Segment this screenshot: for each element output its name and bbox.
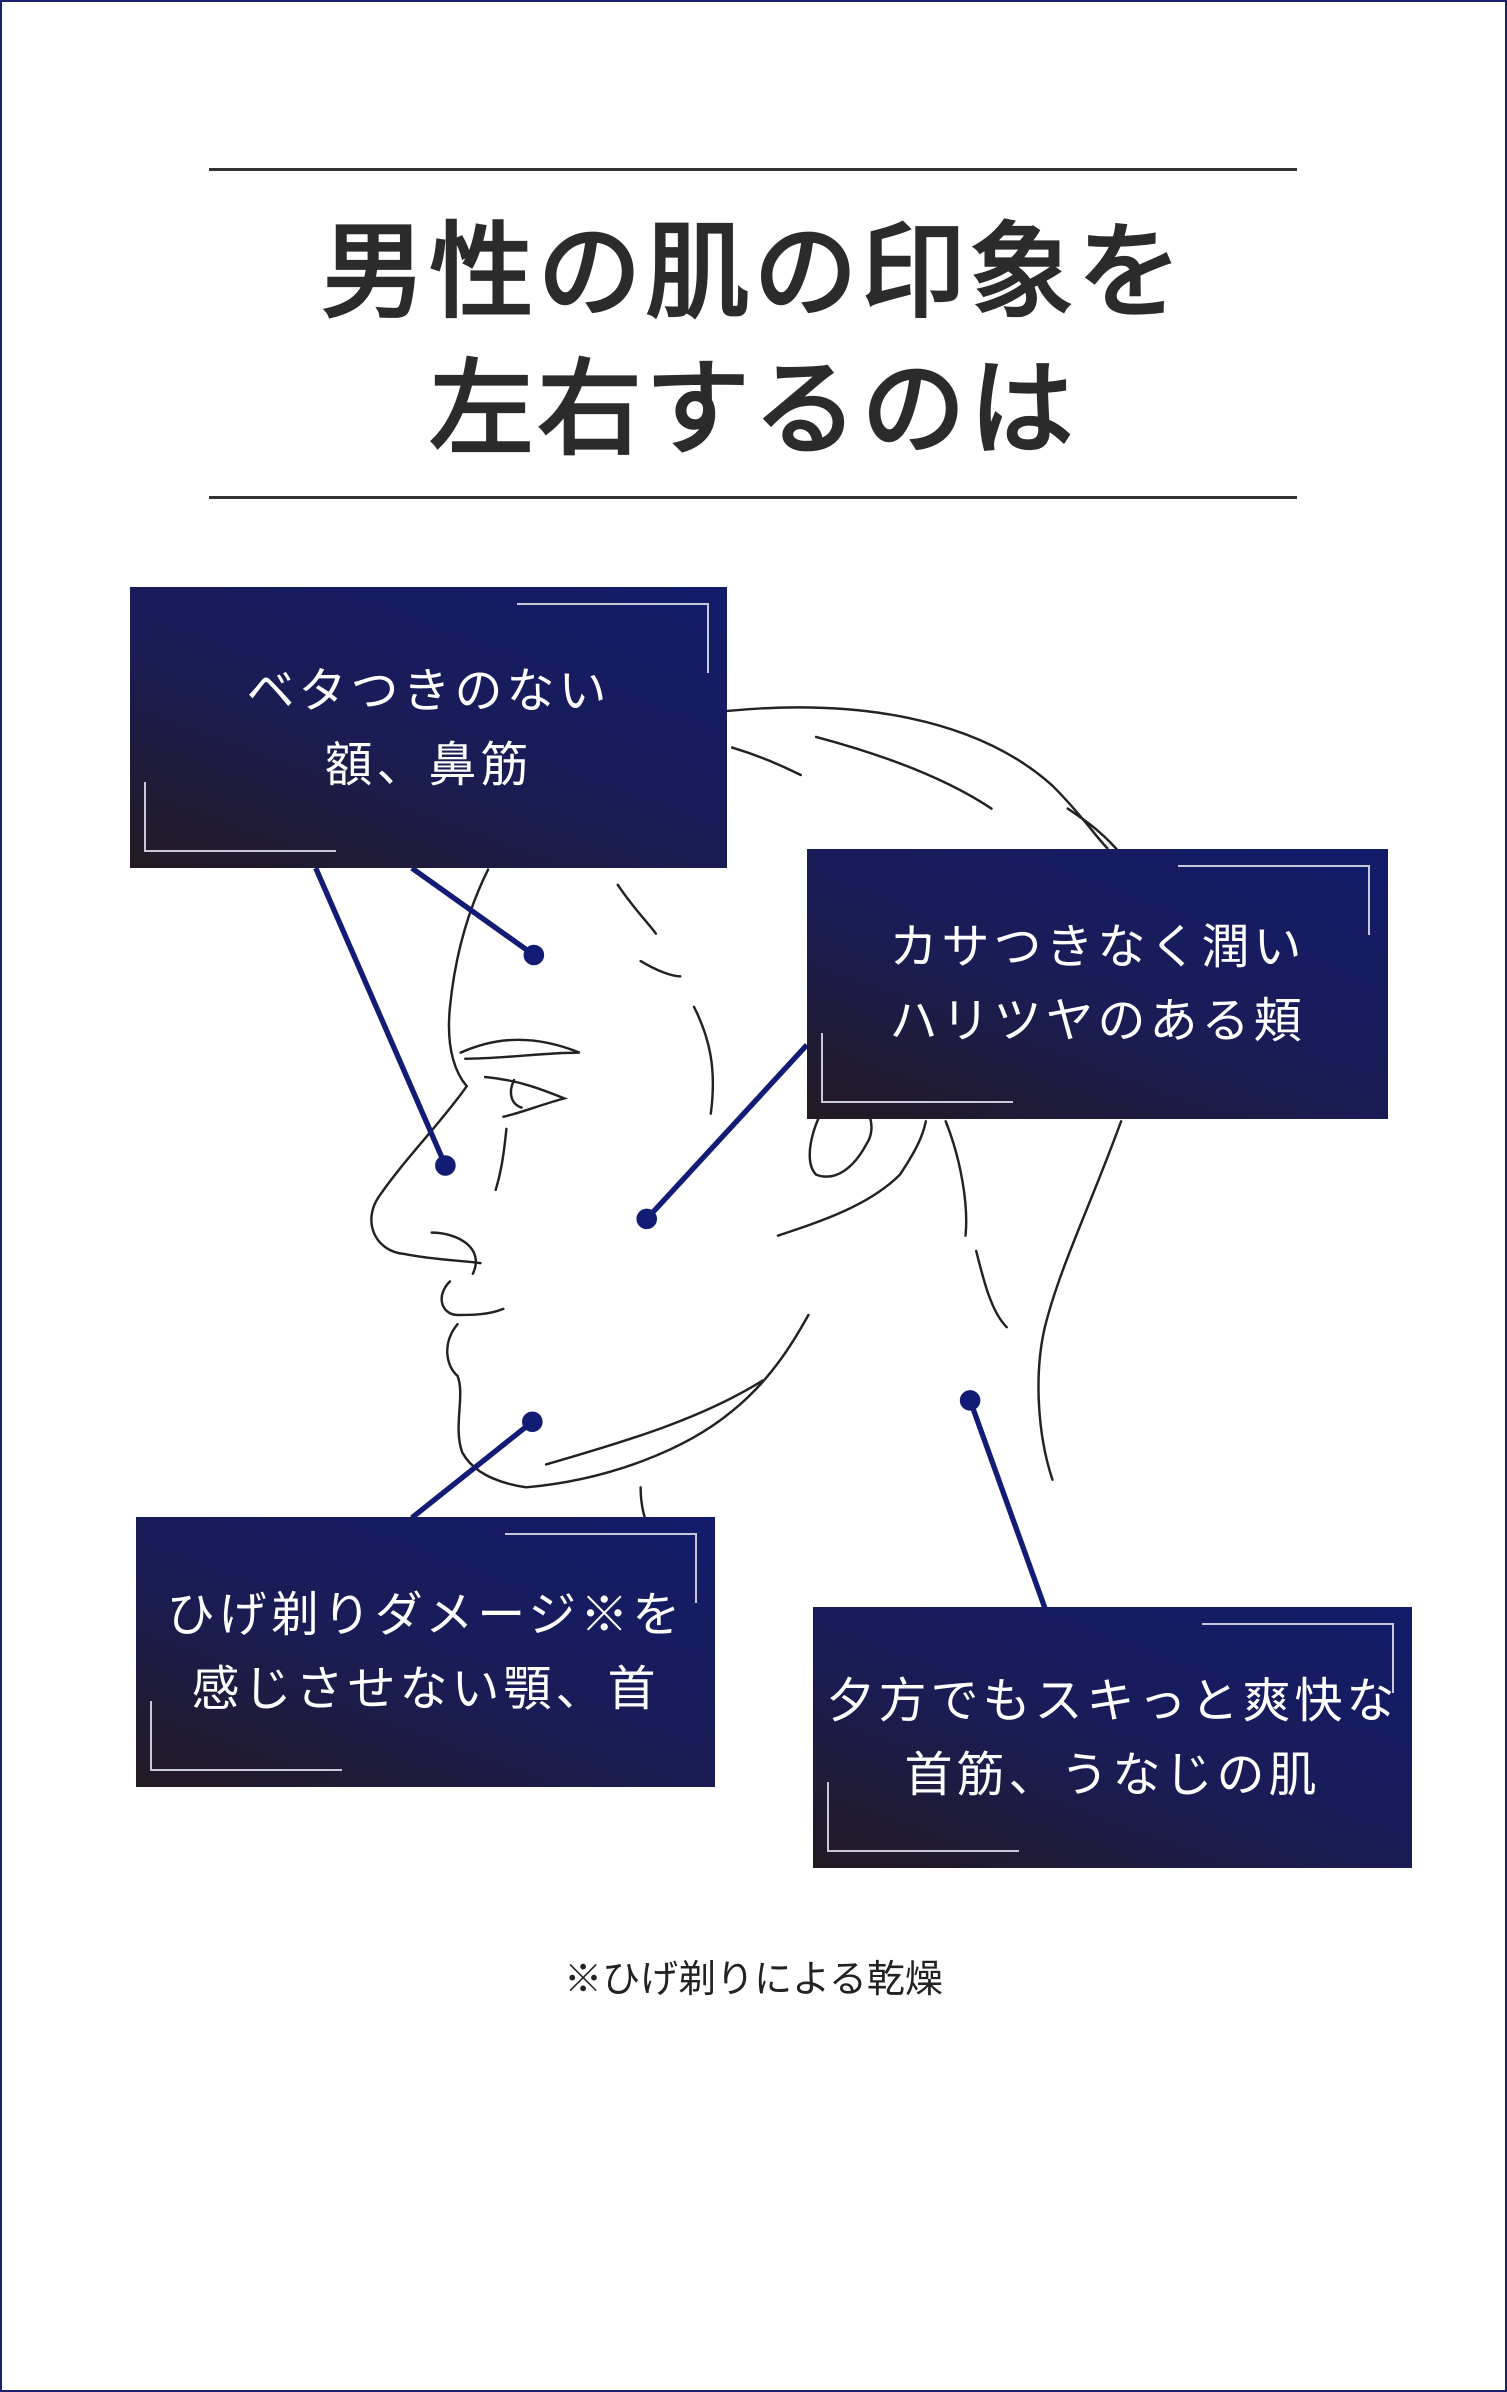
callout-chin-neck: ひげ剃りダメージ※を 感じさせない顎、首	[136, 1517, 715, 1787]
title-line-2: 左右するのは	[429, 347, 1078, 470]
nose-point	[435, 1155, 456, 1176]
callout-text: 感じさせない顎、首	[191, 1661, 660, 1717]
callout-text: ひげ剃りダメージ※を	[166, 1587, 685, 1643]
callout-cheek: カサつきなく潤い ハリツヤのある頬	[807, 849, 1388, 1119]
callout-text: ハリツヤのある頬	[889, 993, 1306, 1049]
connector-line	[967, 1399, 1048, 1609]
callout-nape: 夕方でもスキっと爽快な 首筋、うなじの肌	[813, 1607, 1412, 1868]
connector-line	[644, 1043, 809, 1221]
connector-line	[410, 1419, 534, 1520]
title-rule-top	[209, 168, 1297, 171]
title-line-1: 男性の肌の印象を	[321, 210, 1186, 333]
cheek-point	[636, 1208, 658, 1230]
forehead-point	[523, 944, 545, 966]
callout-forehead-nose: ベタつきのない 額、鼻筋	[130, 587, 727, 868]
callout-text: 夕方でもスキっと爽快な	[826, 1672, 1399, 1729]
chin-point	[522, 1411, 543, 1433]
callout-text: 首筋、うなじの肌	[904, 1746, 1321, 1803]
footnote: ※ひげ剃りによる乾燥	[564, 1957, 943, 2001]
callout-text: ベタつきのない	[246, 662, 611, 719]
connector-line	[410, 865, 536, 958]
connector-line	[313, 866, 448, 1167]
title-rule-bottom	[209, 496, 1297, 499]
neck-point	[959, 1390, 981, 1411]
callout-text: 額、鼻筋	[324, 736, 533, 793]
callout-text: カサつきなく潤い	[889, 919, 1306, 975]
